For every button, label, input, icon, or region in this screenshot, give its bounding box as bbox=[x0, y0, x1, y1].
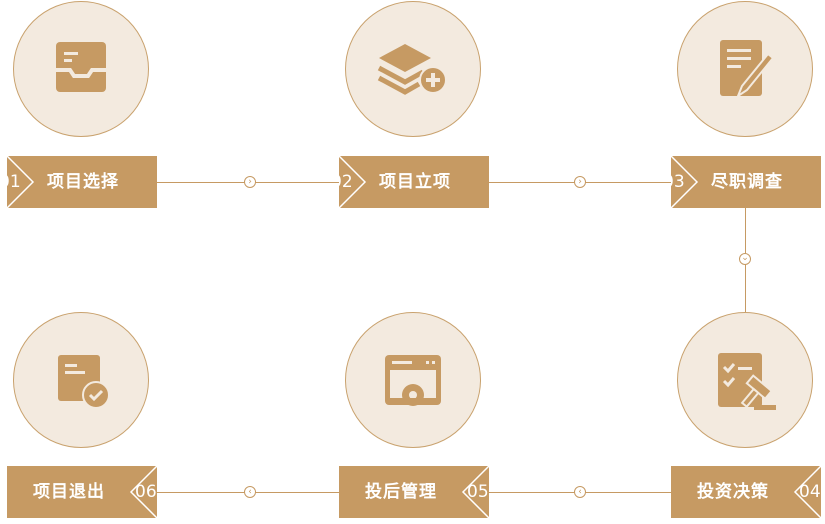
step-4-label[interactable]: 投资决策 04 bbox=[671, 466, 821, 518]
layers-plus-icon bbox=[377, 44, 447, 95]
browser-gear-icon bbox=[385, 355, 441, 406]
chevron-notch-icon bbox=[461, 466, 489, 518]
chevron-right-icon: › bbox=[244, 176, 256, 188]
chevron-notch-icon bbox=[793, 466, 821, 518]
step-1-circle bbox=[13, 1, 149, 137]
step-3-circle bbox=[677, 1, 813, 137]
step-5-circle bbox=[345, 312, 481, 448]
checklist-gavel-icon bbox=[718, 353, 776, 410]
step-1-label[interactable]: 01 项目选择 bbox=[7, 156, 157, 208]
step-2-label[interactable]: 02 项目立项 bbox=[339, 156, 489, 208]
step-6-circle bbox=[13, 312, 149, 448]
chevron-notch-icon bbox=[339, 156, 367, 208]
chevron-right-icon: › bbox=[574, 176, 586, 188]
step-2-circle bbox=[345, 1, 481, 137]
chevron-left-icon: ‹ bbox=[244, 486, 256, 498]
chevron-notch-icon bbox=[671, 156, 699, 208]
chevron-notch-icon bbox=[129, 466, 157, 518]
document-pen-icon bbox=[720, 40, 775, 99]
chevron-down-icon: ⌄ bbox=[739, 253, 751, 265]
chevron-left-icon: ‹ bbox=[574, 486, 586, 498]
step-3-label[interactable]: 03 尽职调查 bbox=[671, 156, 821, 208]
step-5-label[interactable]: 投后管理 05 bbox=[339, 466, 489, 518]
document-check-icon bbox=[58, 355, 110, 409]
step-6-label[interactable]: 项目退出 06 bbox=[7, 466, 157, 518]
inbox-tray-icon bbox=[54, 42, 108, 92]
chevron-notch-icon bbox=[7, 156, 35, 208]
step-4-circle bbox=[677, 312, 813, 448]
